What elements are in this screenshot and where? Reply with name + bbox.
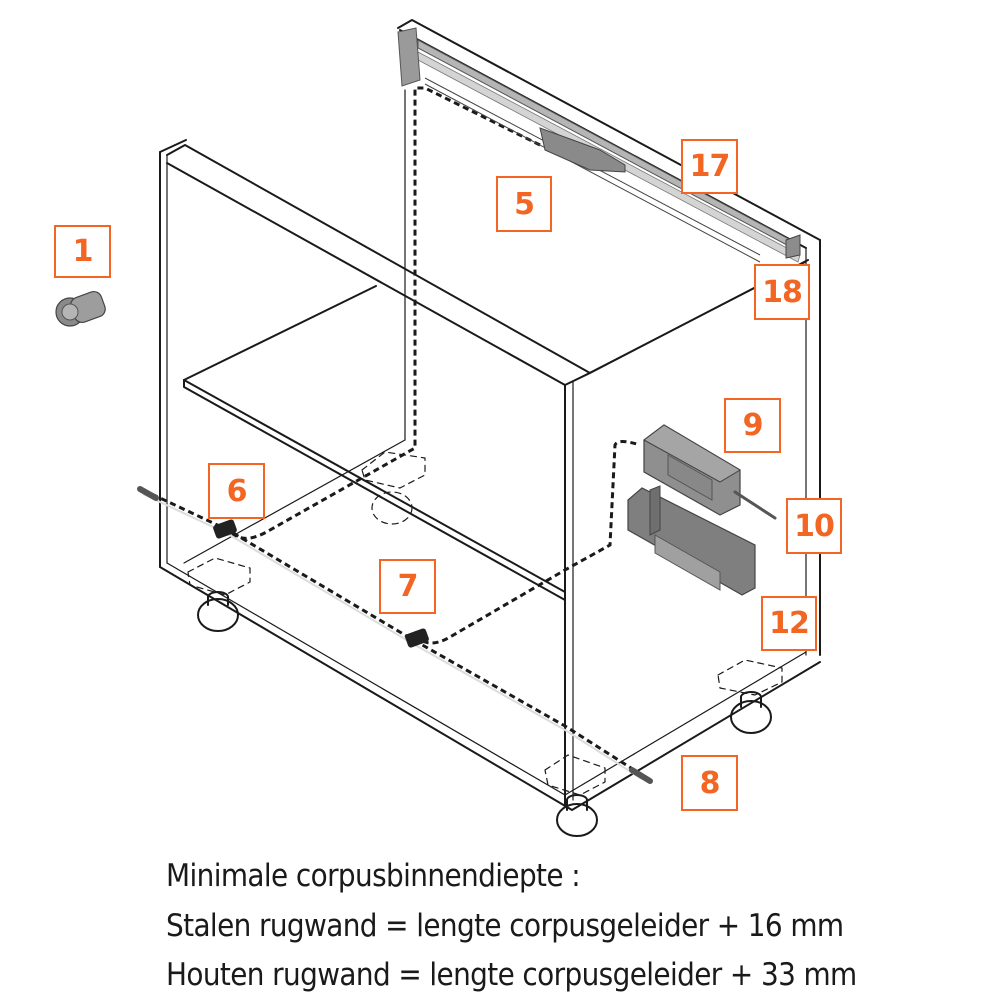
caption-steel-backwall: Stalen rugwand = lengte corpusgeleider +…: [166, 908, 844, 944]
foot-outlines-dashed: [187, 451, 783, 796]
cabinet-bottom: [159, 439, 821, 811]
cable-end-right: [629, 767, 653, 784]
drawer-runner-rail: [417, 39, 801, 263]
callout-7: 7: [379, 559, 436, 614]
cabinet-feet: [197, 591, 772, 837]
caption-wood-backwall: Houten rugwand = lengte corpusgeleider +…: [166, 957, 857, 993]
callout-1: 1: [54, 225, 111, 278]
push-to-open-unit: [539, 127, 626, 173]
callout-12: 12: [761, 596, 817, 651]
cabinet-back-panel: [397, 19, 821, 656]
callout-6: 6: [208, 463, 265, 519]
callout-18: 18: [754, 264, 810, 320]
cable-connector-6: [213, 519, 237, 539]
power-supply-unit: [643, 424, 777, 520]
cable-connector-7: [405, 628, 429, 648]
callout-17: 17: [681, 139, 738, 194]
power-supply-holder: [627, 485, 756, 596]
cabinet-left-panel: [159, 139, 187, 568]
callout-10: 10: [786, 498, 842, 554]
callout-9: 9: [724, 398, 781, 453]
caption-heading: Minimale corpusbinnendiepte :: [166, 858, 581, 894]
cabinet-front-right-edge: [564, 381, 574, 806]
cable-end-left: [137, 486, 159, 501]
runner-bracket-back: [397, 27, 421, 87]
buffer-part: [55, 290, 106, 327]
runner-bracket-front: [785, 234, 801, 259]
callout-5: 5: [496, 176, 552, 232]
callout-8: 8: [681, 755, 738, 811]
cabinet-shelf: [183, 285, 566, 601]
